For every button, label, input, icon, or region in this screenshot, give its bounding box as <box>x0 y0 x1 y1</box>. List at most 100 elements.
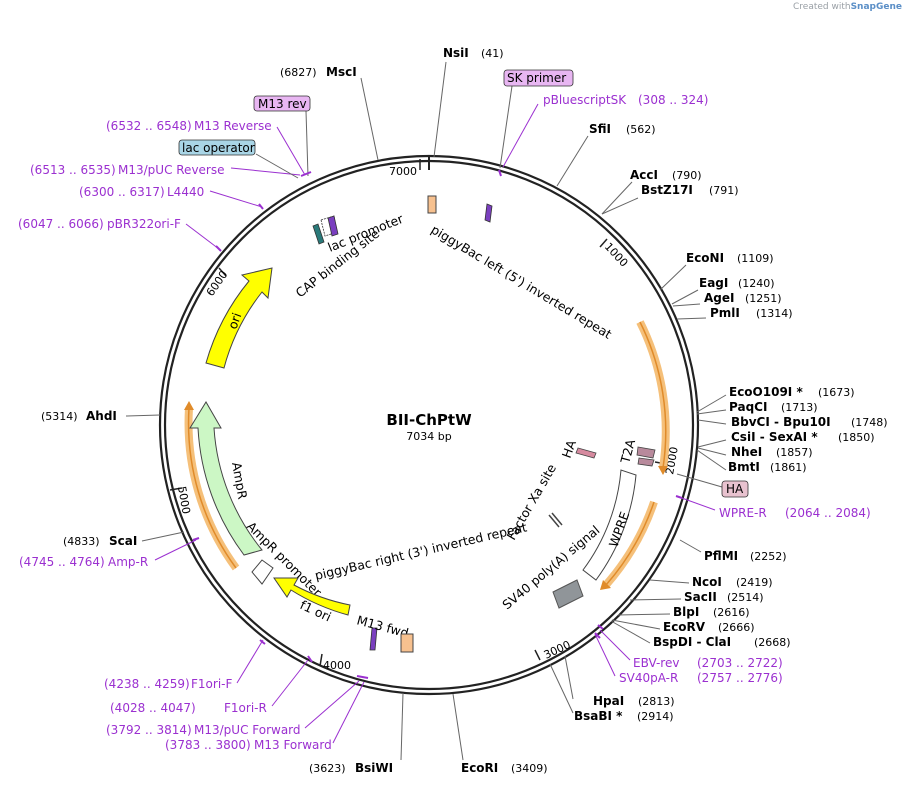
leader-lac-operator <box>255 153 299 179</box>
enzyme-pos-ecorv: (2666) <box>718 621 755 634</box>
leader-amp-r <box>154 539 197 561</box>
plasmid-title-group: BII-ChPtW 7034 bp <box>386 411 472 443</box>
leader-agei <box>672 303 701 307</box>
leader-nsii <box>433 61 447 158</box>
leader-pflmi <box>679 539 702 553</box>
feature-ori: ori <box>225 311 245 331</box>
orf-highlights <box>184 320 670 590</box>
leader-econi <box>659 264 687 291</box>
sv40-polya-box <box>552 579 584 609</box>
tick-5000 <box>169 487 183 491</box>
orf-highlight-3-line <box>187 407 237 569</box>
ha-box <box>721 480 749 498</box>
primer-name-m13puc-reverse: M13/pUC Reverse <box>118 163 225 177</box>
enzyme-name-agei: AgeI <box>704 291 734 305</box>
ptick-wpre-r <box>675 495 683 499</box>
primer-pos-f1ori-f: (4238 .. 4259) <box>104 677 190 691</box>
f1-ori-arrow <box>273 577 351 616</box>
ori-arrow <box>205 267 273 369</box>
ptick-amp-r <box>192 537 200 541</box>
enzyme-name-ecorv: EcoRV <box>663 620 706 634</box>
enzyme-name-eagi: EagI <box>699 276 728 290</box>
leader-acci <box>601 181 633 215</box>
tick-4000 <box>319 653 323 667</box>
leader-m13-rev <box>305 110 309 177</box>
leader-ncoi <box>649 579 690 584</box>
leader-ecorv <box>611 619 661 630</box>
ampr-promoter-arrow <box>251 559 274 585</box>
primer-pos-m13puc-forward: (3792 .. 3814) <box>106 723 192 737</box>
t2a-glyph-1 <box>636 446 656 459</box>
ha-box-label: HA <box>726 482 744 496</box>
enzyme-name-ecoo109i: EcoO109I * <box>729 385 803 399</box>
tick-3000 <box>534 649 541 661</box>
enzyme-pos-bmti: (1861) <box>770 461 807 474</box>
tick-label-7000: 7000 <box>389 165 417 178</box>
enzyme-pos-acci: (790) <box>672 169 702 182</box>
enzyme-pos-pmli: (1314) <box>756 307 793 320</box>
tick-label-3000: 3000 <box>542 638 573 662</box>
enzyme-name-bsabi: BsaBI * <box>574 709 623 723</box>
primer-pos-m13-forward: (3783 .. 3800) <box>165 738 251 752</box>
orf-highlight-1-line <box>639 321 667 469</box>
primer-pos-m13puc-reverse: (6513 .. 6535) <box>30 163 116 177</box>
ptick-pbluescriptsk <box>498 169 502 177</box>
primer-pos-sv40pa-r: (2757 .. 2776) <box>697 671 783 685</box>
primer-pos-m13-reverse: (6532 .. 6548) <box>106 119 192 133</box>
enzyme-pos-pflmi: (2252) <box>750 550 787 563</box>
leader-f1ori-f <box>236 639 264 684</box>
primer-name-m13-reverse: M13 Reverse <box>194 119 272 133</box>
factor-xa-mark-2 <box>551 512 563 526</box>
pbluescriptsk-glyph <box>484 203 493 223</box>
leader-sv40pa-r <box>594 633 616 677</box>
primer-pos-pbr322ori-f: (6047 .. 6066) <box>18 217 104 231</box>
primer-name-sv40pa-r: SV40pA-R <box>619 671 678 685</box>
ptick-f1ori-r <box>307 655 313 663</box>
enzyme-name-sacii: SacII <box>684 590 717 604</box>
ptick-pbr322ori-f <box>215 245 222 252</box>
enzyme-name-scai: ScaI <box>109 534 137 548</box>
primer-name-m13puc-forward: M13/pUC Forward <box>194 723 301 737</box>
enzyme-name-ahdi: AhdI <box>86 409 117 423</box>
leader-msci <box>360 77 379 161</box>
enzyme-pos-bstz17i: (791) <box>709 184 739 197</box>
wpre-arrow <box>582 469 637 581</box>
enzyme-name-bbvci: BbvCI - Bpu10I <box>731 415 831 429</box>
leader-l4440 <box>209 190 263 208</box>
ptick-ebv-rev <box>597 624 604 630</box>
enzyme-pos-ecori: (3409) <box>511 762 548 775</box>
enzyme-name-bsiwi: BsiWI <box>355 761 393 775</box>
feature-piggybac-left: piggyBac left (5') inverted repeat <box>428 222 614 342</box>
enzyme-leaders <box>125 61 727 761</box>
enzyme-pos-blpi: (2616) <box>713 606 750 619</box>
enzyme-pos-nsii: (41) <box>481 47 504 60</box>
enzyme-name-pmli: PmlI <box>710 306 740 320</box>
leader-bsabi <box>549 663 574 714</box>
primer-pos-pbluescriptsk: (308 .. 324) <box>638 93 708 107</box>
ptick-sv40pa-r <box>594 632 601 639</box>
leader-bspdi <box>610 620 651 644</box>
enzyme-pos-csii: (1850) <box>838 431 875 444</box>
enzyme-pos-bbvci: (1748) <box>851 416 888 429</box>
enzyme-pos-agei: (1251) <box>745 292 782 305</box>
enzyme-name-sfii: SfiI <box>589 122 611 136</box>
enzyme-pos-ncoi: (2419) <box>736 576 773 589</box>
primer-leaders <box>154 103 716 744</box>
tick-label-1000: 1000 <box>602 240 631 269</box>
primer-pos-f1ori-r: (4028 .. 4047) <box>110 701 196 715</box>
leader-blpi <box>617 613 671 616</box>
feature-factor-xa: Factor Xa site <box>504 461 560 542</box>
feature-ha: HA <box>559 438 579 460</box>
primer-labels: pBluescriptSK (308 .. 324) WPRE-R (2064 … <box>18 93 871 752</box>
enzyme-name-bmti: BmtI <box>728 460 760 474</box>
primer-name-pbluescriptsk: pBluescriptSK <box>543 93 627 107</box>
enzyme-pos-ecoo109i: (1673) <box>818 386 855 399</box>
enzyme-pos-ahdi: (5314) <box>41 410 78 423</box>
m13-fwd-glyph <box>369 627 378 651</box>
leader-csii <box>697 439 727 448</box>
leader-pmli <box>676 317 707 320</box>
primer-name-f1ori-r: F1ori-R <box>224 701 267 715</box>
lac-operator-glyph <box>327 215 339 237</box>
factor-xa-mark <box>548 514 560 528</box>
